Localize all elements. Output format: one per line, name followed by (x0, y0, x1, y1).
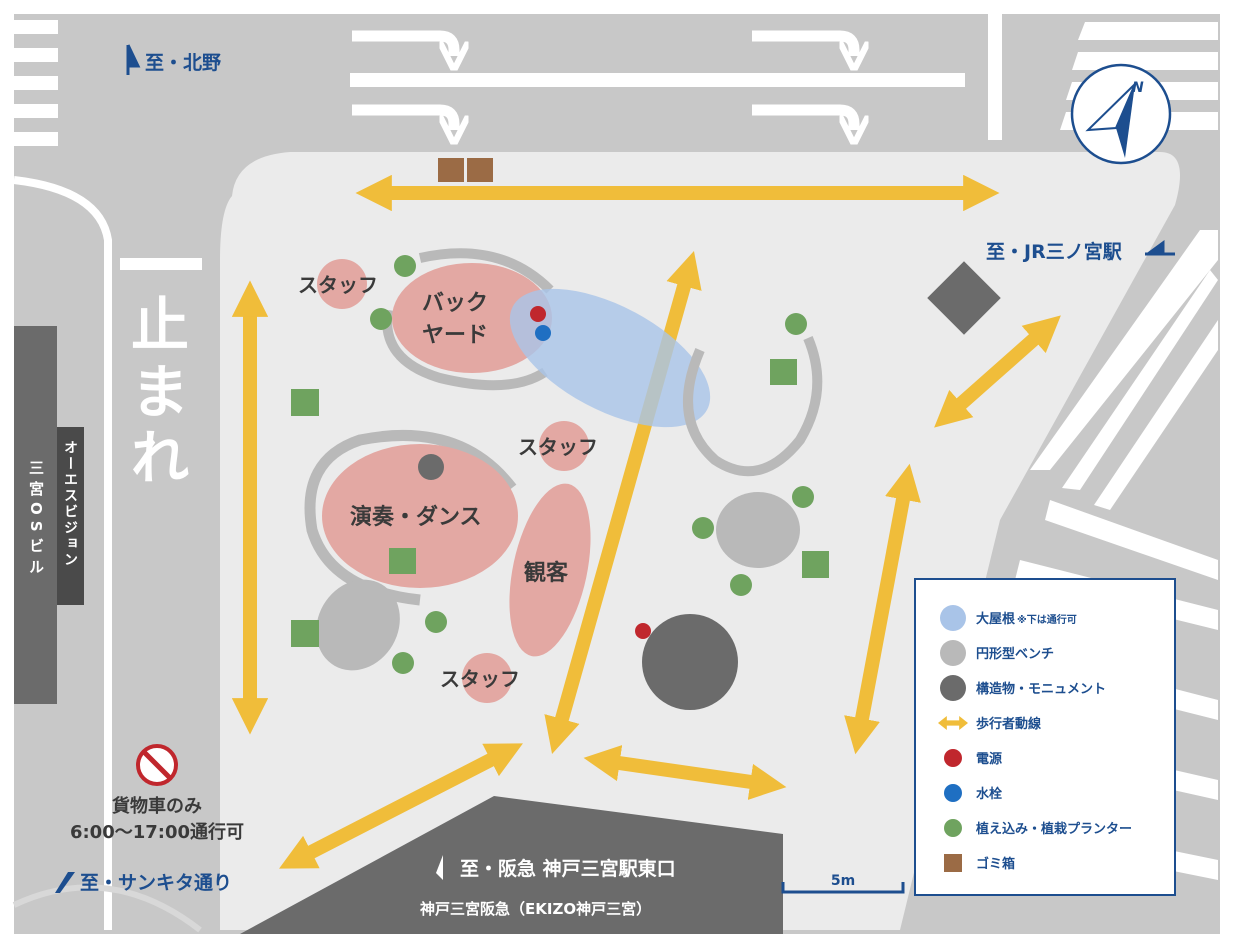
legend-label: 円形型ベンチ (976, 647, 1055, 662)
compass-icon: N (1070, 63, 1172, 165)
svg-text:れ: れ (131, 424, 189, 492)
legend-label: 電源 (976, 752, 1003, 767)
planters-dots (370, 255, 814, 674)
bench-curve (683, 336, 823, 477)
audience-label: 観客 (524, 560, 569, 586)
performance-label: 演奏・ダンス (350, 504, 482, 530)
legend-symbol-trash (938, 848, 968, 878)
legend-item-planter: 植え込み・植栽プランター (938, 810, 1174, 845)
water-tap (535, 325, 551, 341)
truck-notice-2: 6:00〜17:00通行可 (70, 821, 244, 843)
legend-item-walkway: 歩行者動線 (938, 705, 1174, 740)
staff-label: スタッフ (298, 273, 378, 297)
backyard-label-1: バック (422, 291, 488, 316)
curb-line (13, 176, 112, 930)
direction-flag-icon (55, 872, 75, 893)
svg-text:ま: ま (131, 358, 189, 426)
legend-symbol-roof (938, 603, 968, 633)
legend-note: ※下は通行可 (1017, 615, 1077, 626)
truck-notice-1: 貨物車のみ (112, 795, 202, 817)
scale-bar: 5m (781, 873, 905, 894)
backyard-wall (382, 309, 548, 391)
legend-label: 大屋根※下は通行可 (976, 612, 1077, 627)
legend-item-roof: 大屋根※下は通行可 (938, 600, 1174, 635)
backyard-area (392, 263, 552, 373)
legend-symbol-structure (938, 673, 968, 703)
legend-item-power: 電源 (938, 740, 1174, 775)
turn-arrows (352, 30, 854, 130)
lane-markings (350, 14, 1002, 140)
power-outlet (530, 306, 546, 322)
legend-symbol-hydrant (938, 778, 968, 808)
performance-wall (304, 429, 517, 606)
legend-item-trash: ゴミ箱 (938, 845, 1174, 880)
direction-flag-icon (1145, 240, 1175, 256)
staff-area (539, 421, 589, 471)
staff-area (462, 653, 512, 703)
legend-label: 植え込み・植栽プランター (976, 822, 1133, 837)
legend-item-bench: 円形型ベンチ (938, 635, 1174, 670)
legend-symbol-planter (938, 813, 968, 843)
legend-label: 歩行者動線 (976, 717, 1042, 732)
legend-symbol-walkway (938, 708, 968, 738)
walkway-arrow (934, 315, 1061, 428)
walkway-arrow (844, 463, 921, 755)
svg-text:止: 止 (131, 291, 189, 359)
walkway-arrow (279, 743, 523, 869)
staff-label: スタッフ (518, 435, 598, 459)
round-bench (316, 579, 400, 671)
backyard-label-2: ヤード (422, 323, 488, 348)
walkway-arrow (583, 745, 787, 800)
direction-kitano: 至・北野 (145, 52, 221, 74)
round-bench (716, 492, 800, 568)
legend-label: ゴミ箱 (976, 857, 1016, 872)
hankyu-building-label: 神戸三宮阪急（EKIZO神戸三宮） (420, 900, 651, 918)
stop-marking: 止 ま れ (131, 291, 189, 492)
staff-area (317, 259, 367, 309)
crosswalk-top-left (14, 20, 58, 146)
performance-area (322, 444, 518, 588)
svg-text:5m: 5m (831, 873, 855, 889)
audience-area (509, 483, 591, 657)
structure-pillar (418, 454, 444, 480)
os-building-label: 三宮OSビル (27, 460, 45, 580)
staff-label: スタッフ (440, 667, 520, 691)
legend-item-structure: 構造物・モニュメント (938, 670, 1174, 705)
legend-item-hydrant: 水栓 (938, 775, 1174, 810)
hankyu-direction: 至・阪急 神戸三宮駅東口 (460, 857, 676, 880)
map-legend: 大屋根※下は通行可円形型ベンチ構造物・モニュメント歩行者動線電源水栓植え込み・植… (914, 578, 1176, 896)
os-vision-label: オーエスビジョン (62, 440, 78, 568)
direction-flag-icon (126, 44, 141, 75)
svg-text:N: N (1132, 80, 1144, 96)
large-monument (642, 614, 738, 710)
power-outlet (635, 623, 651, 639)
os-building (14, 326, 57, 704)
legend-symbol-power (938, 743, 968, 773)
trash-box (438, 158, 464, 182)
direction-jr: 至・JR三ノ宮駅 (986, 240, 1123, 263)
legend-label: 水栓 (976, 787, 1003, 802)
legend-symbol-bench (938, 638, 968, 668)
planters-square (291, 359, 829, 647)
no-entry-icon (136, 744, 178, 786)
direction-sankita: 至・サンキタ通り (80, 872, 232, 894)
stop-line (120, 258, 202, 270)
trash-box (467, 158, 493, 182)
legend-label: 構造物・モニュメント (976, 682, 1107, 697)
os-vision (57, 427, 84, 605)
large-roof (509, 288, 711, 428)
